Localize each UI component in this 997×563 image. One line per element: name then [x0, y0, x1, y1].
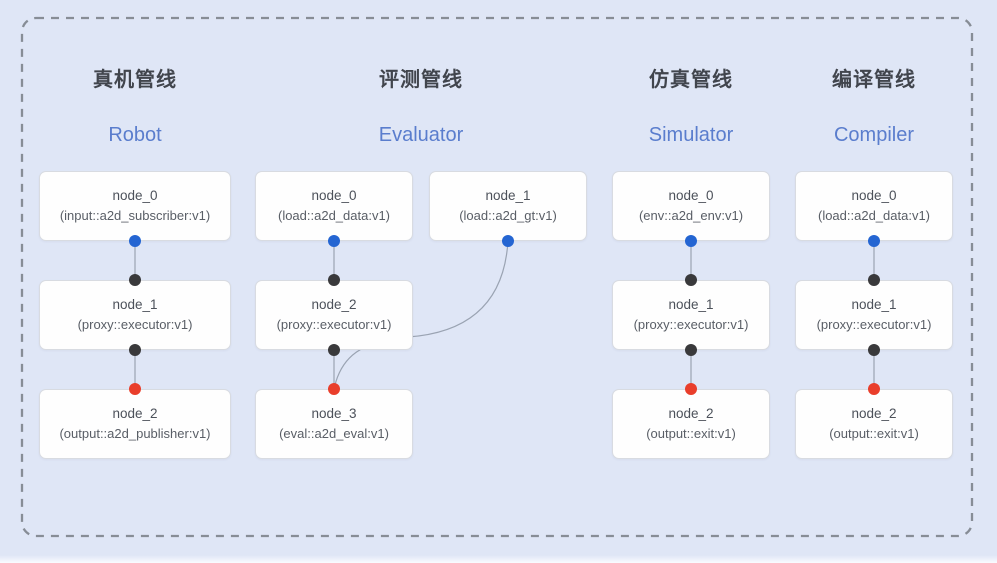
output-port-dot: [129, 344, 141, 356]
input-port-dot: [685, 383, 697, 395]
pipeline-subtitle-evaluator: Evaluator: [378, 124, 464, 146]
output-port-dot: [868, 344, 880, 356]
output-port-dot: [685, 344, 697, 356]
compiler-node_1-box: node_1(proxy::executor:v1): [795, 280, 953, 350]
simulator-node_1-box: node_1(proxy::executor:v1): [612, 280, 770, 350]
output-port-dot: [328, 235, 340, 247]
node-name-label: node_3: [311, 405, 357, 421]
pipeline-title-compiler: 编译管线: [832, 69, 916, 91]
output-port-dot: [328, 344, 340, 356]
simulator-node_2-box: node_2(output::exit:v1): [612, 389, 770, 459]
node-name-label: node_1: [485, 187, 531, 203]
node-name-label: node_2: [112, 405, 158, 421]
node-name-label: node_1: [668, 296, 714, 312]
input-port-dot: [328, 274, 340, 286]
input-port-dot: [685, 274, 697, 286]
input-port-dot: [129, 383, 141, 395]
input-port-dot: [868, 274, 880, 286]
node-detail-label: (load::a2d_gt:v1): [459, 207, 557, 223]
node-detail-label: (input::a2d_subscriber:v1): [59, 207, 211, 223]
output-port-dot: [129, 235, 141, 247]
node-detail-label: (load::a2d_data:v1): [817, 207, 931, 223]
node-detail-label: (proxy::executor:v1): [633, 316, 749, 332]
dashed-border: [20, 16, 974, 538]
node-detail-label: (load::a2d_data:v1): [277, 207, 391, 223]
node-detail-label: (env::a2d_env:v1): [638, 207, 744, 223]
evaluator-node_3-box: node_3(eval::a2d_eval:v1): [255, 389, 413, 459]
output-port-dot: [868, 235, 880, 247]
node-detail-label: (eval::a2d_eval:v1): [279, 425, 389, 441]
node-detail-label: (output::exit:v1): [829, 425, 919, 441]
node-name-label: node_0: [112, 187, 158, 203]
evaluator-node_2-box: node_2(proxy::executor:v1): [255, 280, 413, 350]
pipeline-title-simulator: 仿真管线: [649, 69, 733, 91]
pipeline-subtitle-simulator: Simulator: [648, 124, 734, 146]
node-name-label: node_1: [851, 296, 897, 312]
node-detail-label: (proxy::executor:v1): [77, 316, 193, 332]
compiler-node_0-box: node_0(load::a2d_data:v1): [795, 171, 953, 241]
node-name-label: node_0: [311, 187, 357, 203]
robot-node_0-box: node_0(input::a2d_subscriber:v1): [39, 171, 231, 241]
simulator-node_0-box: node_0(env::a2d_env:v1): [612, 171, 770, 241]
input-port-dot: [129, 274, 141, 286]
pipeline-title-evaluator: 评测管线: [379, 69, 463, 91]
node-name-label: node_0: [668, 187, 714, 203]
evaluator-node_0-box: node_0(load::a2d_data:v1): [255, 171, 413, 241]
node-name-label: node_2: [851, 405, 897, 421]
input-port-dot: [328, 383, 340, 395]
node-detail-label: (output::exit:v1): [646, 425, 736, 441]
node-name-label: node_2: [668, 405, 714, 421]
node-name-label: node_1: [112, 296, 158, 312]
node-detail-label: (proxy::executor:v1): [816, 316, 932, 332]
pipeline-subtitle-compiler: Compiler: [833, 124, 915, 146]
output-port-dot: [685, 235, 697, 247]
node-detail-label: (output::a2d_publisher:v1): [59, 425, 211, 441]
node-name-label: node_0: [851, 187, 897, 203]
node-name-label: node_2: [311, 296, 357, 312]
input-port-dot: [868, 383, 880, 395]
output-port-dot: [502, 235, 514, 247]
node-detail-label: (proxy::executor:v1): [276, 316, 392, 332]
robot-node_1-box: node_1(proxy::executor:v1): [39, 280, 231, 350]
robot-node_2-box: node_2(output::a2d_publisher:v1): [39, 389, 231, 459]
pipeline-subtitle-robot: Robot: [108, 124, 162, 146]
compiler-node_2-box: node_2(output::exit:v1): [795, 389, 953, 459]
pipeline-title-robot: 真机管线: [93, 69, 177, 91]
edge-curve: [333, 240, 509, 390]
evaluator-node_1-box: node_1(load::a2d_gt:v1): [429, 171, 587, 241]
